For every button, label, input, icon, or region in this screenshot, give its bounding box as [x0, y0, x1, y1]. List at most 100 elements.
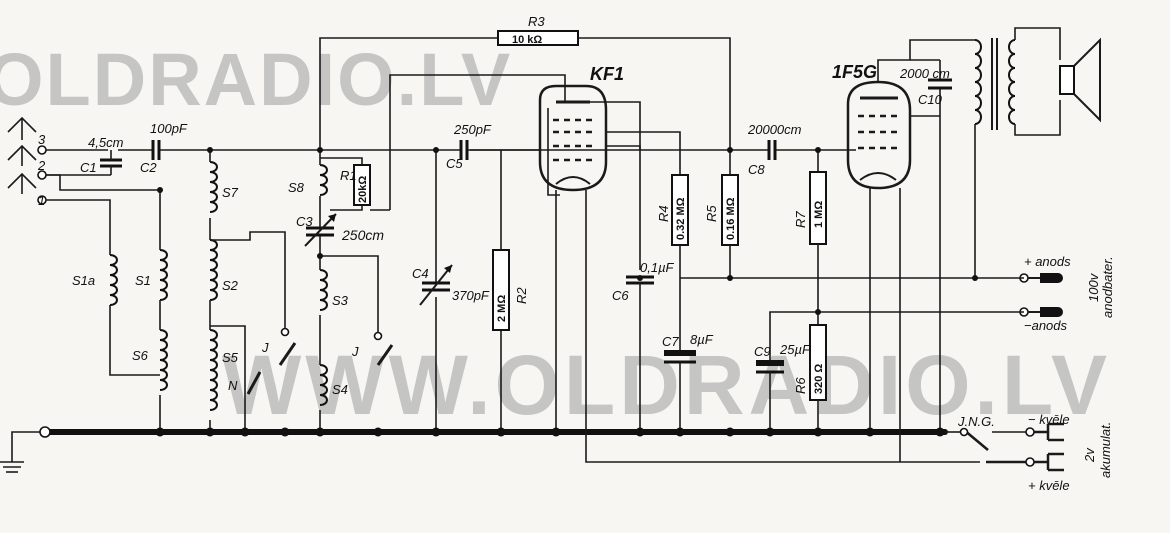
capacitor-c3: C3 250cm	[296, 210, 384, 248]
s4-label: S4	[332, 382, 348, 397]
watermark-top: OLDRADIO.LV	[0, 38, 512, 121]
s5-label: S5	[222, 350, 239, 365]
switch-n-label: N	[228, 378, 238, 393]
r2-label: R2	[514, 287, 529, 304]
heater-battery-label: akumulat.	[1098, 422, 1113, 478]
junction-dot	[431, 427, 441, 437]
r2-value-label: 2 MΩ	[496, 295, 508, 322]
heater-terminals: − kvēle + kvēle 2v akumulat.	[986, 412, 1113, 493]
r7-label: R7	[793, 211, 808, 228]
resistor-r4: 0.32 MΩ R4	[656, 174, 689, 350]
r3-value-label: 10 kΩ	[512, 34, 542, 46]
terminal-2-label: 2	[37, 158, 46, 173]
c3-value-label: 250cm	[341, 227, 384, 243]
capacitor-c7: C7 8µF	[662, 332, 714, 432]
switch-j-right: J	[351, 331, 394, 366]
anode-voltage-label: 100v	[1086, 272, 1101, 302]
junction-dot	[727, 147, 733, 153]
anode-terminals: + anods −anods 100v anodbater.	[1019, 254, 1115, 333]
c10-value-label: 2000 cm	[899, 66, 950, 81]
c1-label: C1	[80, 160, 97, 175]
resistor-r2: 2 MΩ R2	[492, 150, 529, 432]
coil-s1a	[109, 254, 118, 306]
r5-value-label: 0.16 MΩ	[725, 197, 737, 240]
r1-value-label: 20kΩ	[357, 176, 369, 203]
r6-label: R6	[793, 377, 808, 394]
junction-dot	[433, 147, 439, 153]
antenna-terminals: 3 2 1	[7, 116, 47, 208]
c7-label: C7	[662, 334, 679, 349]
r3-label: R3	[528, 14, 545, 29]
junction-dot	[315, 427, 325, 437]
junction-dot	[155, 427, 165, 437]
terminal-1-label: 1	[38, 193, 45, 208]
anode-minus-label: −anods	[1024, 318, 1068, 333]
tube-kf1-label: KF1	[590, 64, 624, 84]
switch-j-left: J	[261, 327, 297, 366]
c5-label: C5	[446, 156, 463, 171]
r6-value-label: 320 Ω	[813, 364, 825, 394]
junction-dot	[935, 427, 945, 437]
junction-dot	[207, 147, 213, 153]
capacitor-c9: C9 25µF	[754, 311, 1020, 432]
junction-dot	[317, 147, 323, 153]
capacitor-c2: 100pF C2	[140, 121, 188, 175]
junction-dot	[727, 275, 733, 281]
junction-dot	[637, 275, 643, 281]
junction-dot	[815, 147, 821, 153]
s2-label: S2	[222, 278, 239, 293]
s3-label: S3	[332, 293, 349, 308]
junction-dot	[765, 427, 775, 437]
heater-voltage-label: 2v	[1082, 447, 1097, 463]
speaker-icon	[1059, 37, 1101, 123]
resistor-r7: 1 MΩ R7	[793, 150, 827, 325]
coil-s4	[319, 364, 328, 406]
r5-label: R5	[704, 205, 719, 222]
s1a-label: S1a	[72, 273, 95, 288]
junction-dot	[240, 427, 250, 437]
tube-1f5g: 1F5G	[832, 62, 912, 190]
c3-label: C3	[296, 214, 313, 229]
junction-dot	[815, 309, 821, 315]
terminal-3-label: 3	[38, 132, 46, 147]
junction-dot	[496, 427, 506, 437]
junction-dot	[157, 187, 163, 193]
coil-s2	[209, 239, 218, 301]
resistor-r1: 20kΩ R1	[320, 74, 566, 211]
resistor-r3: 10 kΩ R3	[319, 14, 731, 150]
junction-dot	[317, 253, 323, 259]
resistor-r6: 320 Ω R6	[793, 324, 827, 432]
switch-n: N	[228, 371, 262, 395]
switch-j-left-label: J	[261, 340, 269, 355]
coil-s7	[209, 161, 218, 213]
switch-jng-label: J.N.G.	[957, 414, 995, 429]
output-transformer	[974, 27, 1061, 278]
coil-s3	[319, 269, 328, 311]
capacitor-c1: 4,5cm C1	[46, 135, 124, 176]
heater-plus-label: + kvēle	[1028, 478, 1070, 493]
coil-s8	[319, 164, 328, 196]
c2-label: C2	[140, 160, 157, 175]
c1-value-label: 4,5cm	[88, 135, 124, 150]
r1-label: R1	[340, 168, 357, 183]
junction-dot	[373, 427, 383, 437]
r4-value-label: 0.32 MΩ	[675, 197, 687, 240]
s1-label: S1	[135, 273, 151, 288]
switch-j-right-label: J	[351, 344, 359, 359]
junction-dot	[972, 275, 978, 281]
c6-value-label: 0,1µF	[640, 260, 675, 275]
s6-label: S6	[132, 348, 149, 363]
junction-dots	[155, 147, 978, 437]
tube-kf1: KF1	[470, 64, 624, 196]
junction-dot	[635, 427, 645, 437]
switch-jng: J.N.G.	[945, 414, 1026, 451]
junction-dot	[551, 427, 561, 437]
c9-value-label: 25µF	[779, 342, 811, 357]
r4-label: R4	[656, 205, 671, 222]
c2-value-label: 100pF	[150, 121, 188, 136]
c5-value-label: 250pF	[453, 122, 492, 137]
s7-label: S7	[222, 185, 239, 200]
c4-value-label: 370pF	[452, 288, 490, 303]
coil-s6	[159, 329, 168, 391]
